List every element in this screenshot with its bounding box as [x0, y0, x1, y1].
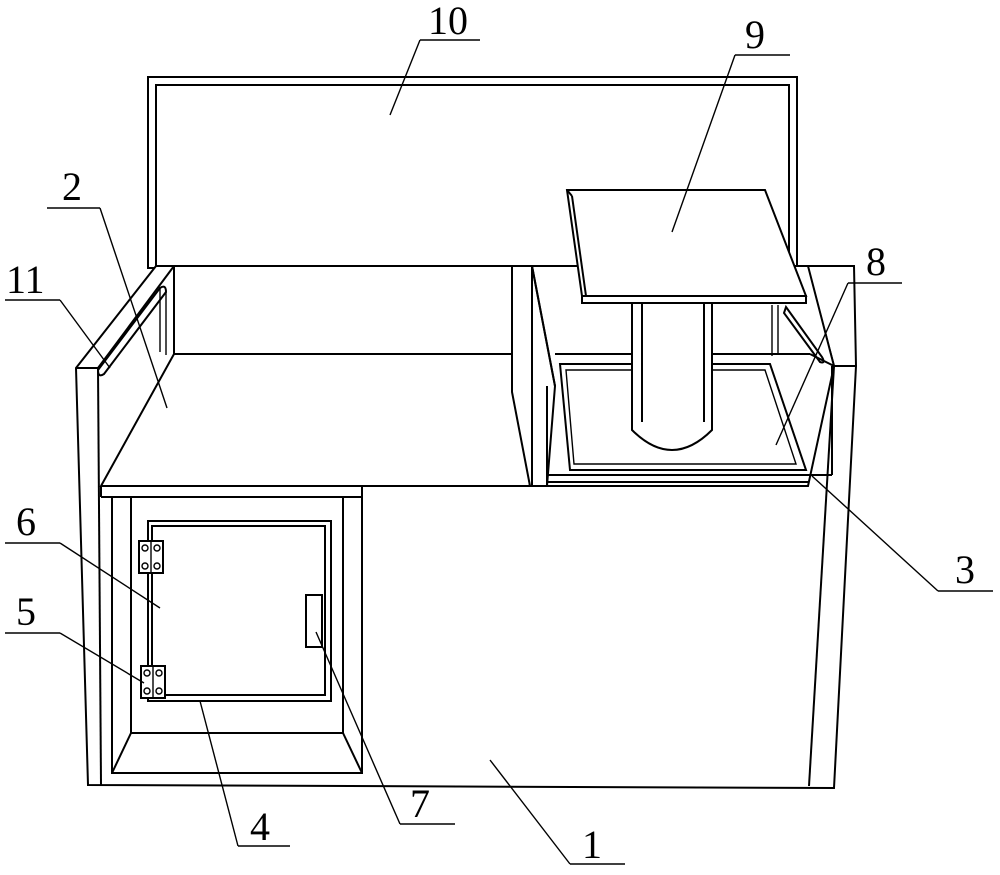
- label-7: 7: [410, 781, 430, 826]
- part-labels: 10 9 2 11 8 3 6 5 4 7 1: [6, 0, 975, 867]
- label-10: 10: [428, 0, 468, 43]
- table-assembly: [565, 189, 808, 451]
- label-8: 8: [866, 239, 886, 284]
- side-rails: [96, 285, 825, 377]
- label-11: 11: [6, 257, 45, 302]
- door-panel: [147, 520, 332, 702]
- hinge-bottom: [140, 665, 166, 699]
- label-1: 1: [582, 822, 602, 867]
- label-6: 6: [16, 499, 36, 544]
- label-3: 3: [955, 547, 975, 592]
- door-handle: [305, 594, 323, 648]
- label-4: 4: [250, 804, 270, 849]
- leader-lines: [5, 39, 993, 865]
- hinge-top: [138, 540, 164, 574]
- label-5: 5: [16, 589, 36, 634]
- label-2: 2: [62, 164, 82, 209]
- label-9: 9: [745, 12, 765, 57]
